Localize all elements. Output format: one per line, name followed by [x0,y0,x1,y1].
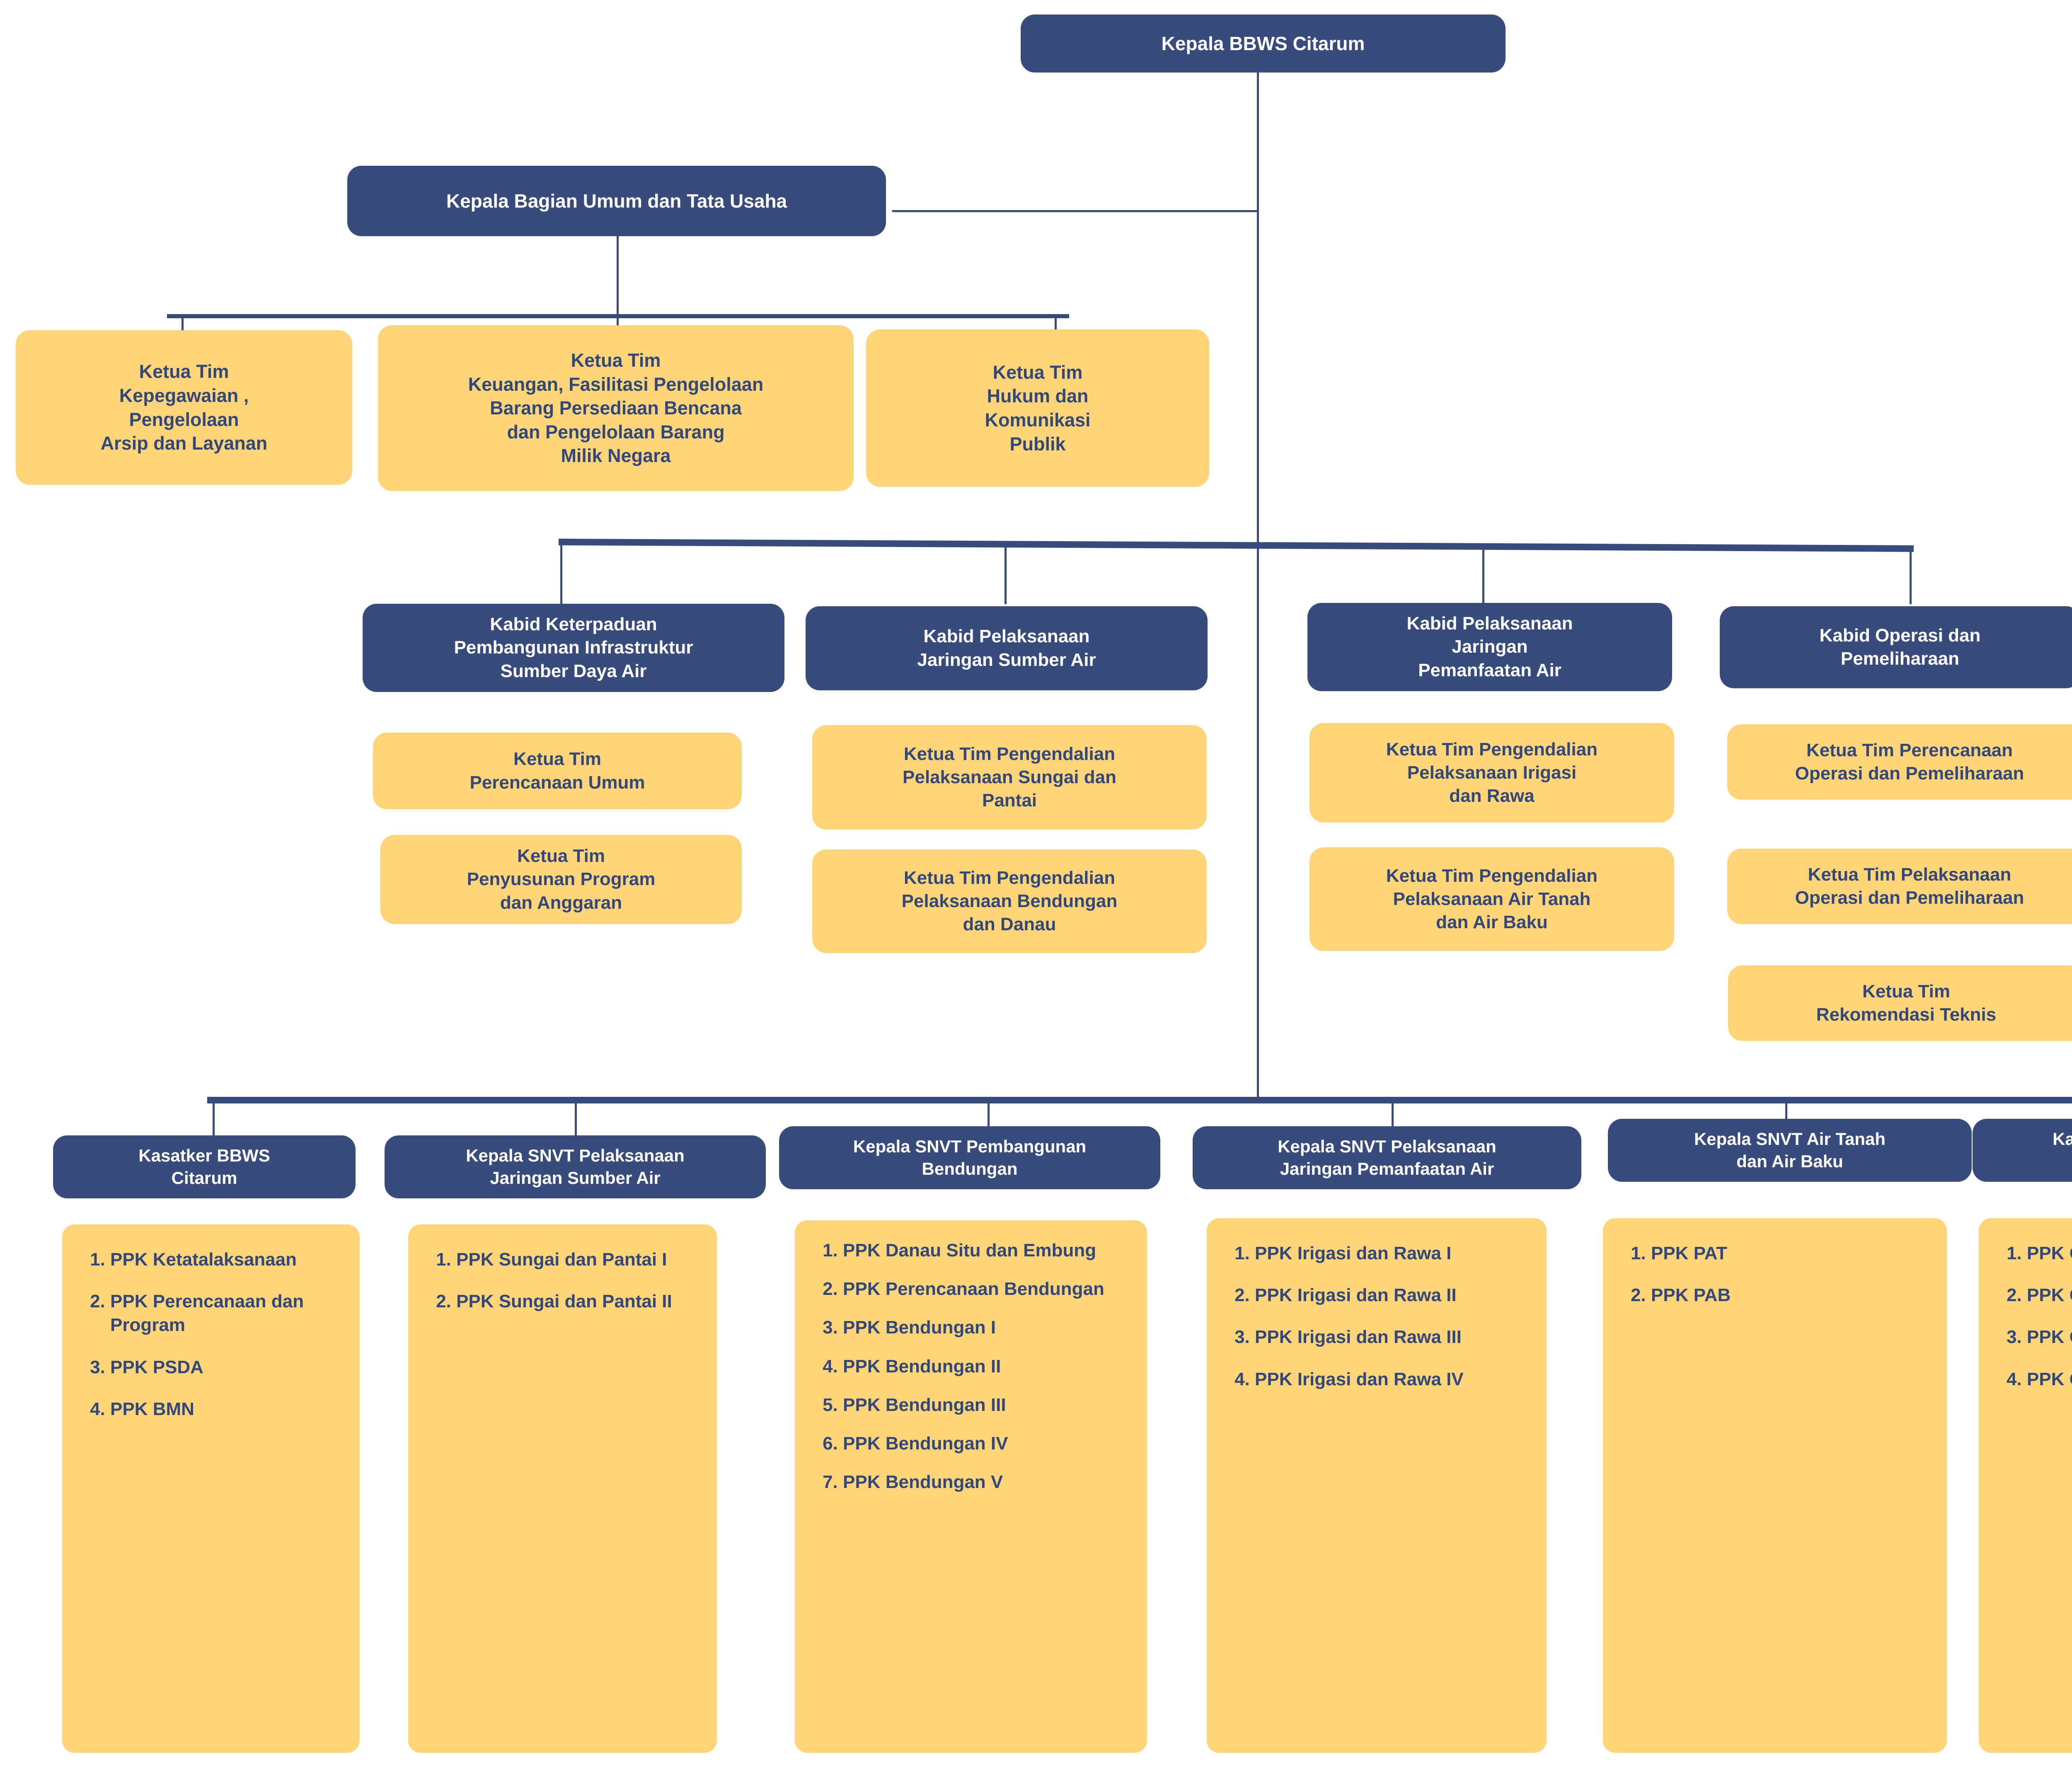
ppk-list: PPK Irigasi dan Rawa I PPK Irigasi dan Ra… [1224,1241,1529,1391]
node-kabid-keterpaduan-pembangunan-infrastruktur-sumber-daya-air[interactable]: Kabid Keterpaduan Pembangunan Infrastruk… [363,604,784,692]
node-ketua-tim-pelaksanaan-operasi-dan-pemeliharaan[interactable]: Ketua Tim Pelaksanaan Operasi dan Pemeli… [1727,849,2072,924]
connector-satker-drop-4 [1392,1102,1394,1149]
connector-root-to-admin [892,210,1258,212]
ppk-list: PPK OP SDA I PPK OP SDA II PPK OP SDA III P… [1996,1241,2072,1391]
node-ketua-tim-penyusunan-program-dan-anggaran[interactable]: Ketua Tim Penyusunan Program dan Anggara… [380,835,742,924]
node-kabid-operasi-dan-pemeliharaan[interactable]: Kabid Operasi dan Pemeliharaan [1720,606,2072,688]
ppk-list-item: PPK Irigasi dan Rawa II [1255,1283,1529,1307]
ppk-list-item: PPK OP SDA IV [2027,1367,2072,1391]
ppk-list-item: PPK Irigasi dan Rawa I [1255,1241,1529,1265]
ppk-list-item: PPK PSDA [110,1355,342,1379]
ppk-list-item: PPK OP SDA I [2027,1241,2072,1265]
ppk-list-item: PPK BMN [110,1397,342,1421]
connector-division-drop-1 [560,543,562,604]
ppk-list-kasatker-bbws-citarum[interactable]: PPK KetatalaksanaanPPK Perencanaan dan P… [62,1224,360,1753]
ppk-list-item: PPK Irigasi dan Rawa III [1255,1325,1529,1349]
node-kepala-snvt-pembangunan-bendungan[interactable]: Kepala SNVT Pembangunan Bendungan [779,1126,1160,1189]
node-ketua-tim-hukum-dan-komunikasi-publik[interactable]: Ketua Tim Hukum dan Komunikasi Publik [866,329,1209,487]
ppk-list-snvt-air-tanah-dan-air-baku[interactable]: PPK PAT PPK PAB [1603,1218,1947,1753]
ppk-list-item: PPK OP SDA III [2027,1325,2072,1349]
ppk-list-item: PPK PAB [1651,1283,1929,1307]
ppk-list: PPK PAT PPK PAB [1620,1241,1929,1307]
ppk-list-kasatker-operasi-dan-pemeliharaan[interactable]: PPK OP SDA I PPK OP SDA II PPK OP SDA III P… [1979,1218,2072,1753]
ppk-list-snvt-jaringan-sumber-air[interactable]: PPK Sungai dan Pantai I PPK Sungai dan Pa… [408,1224,717,1753]
node-ketua-tim-perencanaan-umum[interactable]: Ketua Tim Perencanaan Umum [373,733,742,809]
node-ketua-tim-pengendalian-pelaksanaan-air-tanah-dan-air-baku[interactable]: Ketua Tim Pengendalian Pelaksanaan Air T… [1310,847,1674,951]
connector-division-drop-3 [1482,546,1484,604]
ppk-list: PPK Danau Situ dan EmbungPPK Perencanaan… [812,1239,1130,1494]
node-kepala-snvt-pelaksanaan-jaringan-pemanfaatan-air[interactable]: Kepala SNVT Pelaksanaan Jaringan Pemanfa… [1193,1126,1581,1189]
node-kepala-bbws-citarum[interactable]: Kepala BBWS Citarum [1021,15,1506,73]
node-kepala-bagian-umum-dan-tata-usaha[interactable]: Kepala Bagian Umum dan Tata Usaha [347,166,886,236]
connector-root-spine [1257,73,1259,1097]
node-ketua-tim-pengendalian-pelaksanaan-irigasi-dan-rawa[interactable]: Ketua Tim Pengendalian Pelaksanaan Iriga… [1310,723,1674,823]
ppk-list-item: PPK Sungai dan Pantai I [456,1248,700,1271]
ppk-list: PPK KetatalaksanaanPPK Perencanaan dan P… [80,1248,342,1421]
node-kepala-snvt-pelaksanaan-jaringan-sumber-air[interactable]: Kepala SNVT Pelaksanaan Jaringan Sumber … [385,1135,766,1198]
ppk-list-item: PPK Perencanaan Bendungan [843,1277,1130,1301]
node-ketua-tim-rekomendasi-teknis[interactable]: Ketua Tim Rekomendasi Teknis [1728,965,2072,1041]
ppk-list-item: PPK Bendungan III [843,1393,1130,1417]
node-ketua-tim-kepegawaian[interactable]: Ketua Tim Kepegawaian , Pengelolaan Arsi… [16,330,352,485]
ppk-list-snvt-jaringan-pemanfaatan-air[interactable]: PPK Irigasi dan Rawa I PPK Irigasi dan Ra… [1207,1218,1547,1753]
node-ketua-tim-perencanaan-operasi-dan-pemeliharaan[interactable]: Ketua Tim Perencanaan Operasi dan Pemeli… [1727,724,2072,800]
connector-divisions-bar [558,539,1914,552]
ppk-list-item: PPK Irigasi dan Rawa IV [1255,1367,1529,1391]
ppk-list-item: PPK Bendungan V [843,1470,1130,1494]
connector-admin-stem [617,236,619,316]
connector-satker-drop-3 [988,1102,990,1149]
connector-division-drop-2 [1005,544,1007,604]
node-kasatker-bbws-citarum[interactable]: Kasatker BBWS Citarum [53,1135,356,1198]
node-kepala-snvt-air-tanah-dan-air-baku[interactable]: Kepala SNVT Air Tanah dan Air Baku [1608,1119,1972,1182]
ppk-list-snvt-pembangunan-bendungan[interactable]: PPK Danau Situ dan EmbungPPK Perencanaan… [795,1220,1147,1753]
ppk-list-item: PPK Perencanaan dan Program [110,1290,342,1337]
connector-satker-drop-1 [213,1102,215,1158]
connector-satker-drop-2 [575,1102,577,1158]
ppk-list-item: PPK Bendungan IV [843,1432,1130,1455]
node-ketua-tim-pengendalian-pelaksanaan-bendungan-dan-danau[interactable]: Ketua Tim Pengendalian Pelaksanaan Bendu… [812,849,1207,953]
connector-admin-drop-3 [1055,316,1057,343]
connector-satker-bar [207,1097,2072,1103]
ppk-list-item: PPK Bendungan I [843,1316,1130,1339]
ppk-list: PPK Sungai dan Pantai I PPK Sungai dan Pa… [426,1248,700,1313]
ppk-list-item: PPK OP SDA II [2027,1283,2072,1307]
ppk-list-item: PPK Sungai dan Pantai II [456,1290,700,1313]
connector-division-drop-4 [1910,548,1912,604]
ppk-list-item: PPK Ketatalaksanaan [110,1248,342,1271]
connector-admin-drop-1 [182,316,184,343]
node-kabid-pelaksanaan-jaringan-pemanfaatan-air[interactable]: Kabid Pelaksanaan Jaringan Pemanfaatan A… [1307,603,1672,691]
node-ketua-tim-pengendalian-pelaksanaan-sungai-dan-pantai[interactable]: Ketua Tim Pengendalian Pelaksanaan Sunga… [812,725,1207,830]
ppk-list-item: PPK Bendungan II [843,1355,1130,1378]
node-ketua-tim-keuangan[interactable]: Ketua Tim Keuangan, Fasilitasi Pengelola… [378,325,854,491]
ppk-list-item: PPK Danau Situ dan Embung [843,1239,1130,1262]
node-kabid-pelaksanaan-jaringan-sumber-air[interactable]: Kabid Pelaksanaan Jaringan Sumber Air [806,606,1208,690]
ppk-list-item: PPK PAT [1651,1241,1929,1265]
node-kasatker-operasi-dan-pemeliharaan[interactable]: Kasatker Operasi dan Pemeliharaan [1973,1119,2072,1182]
